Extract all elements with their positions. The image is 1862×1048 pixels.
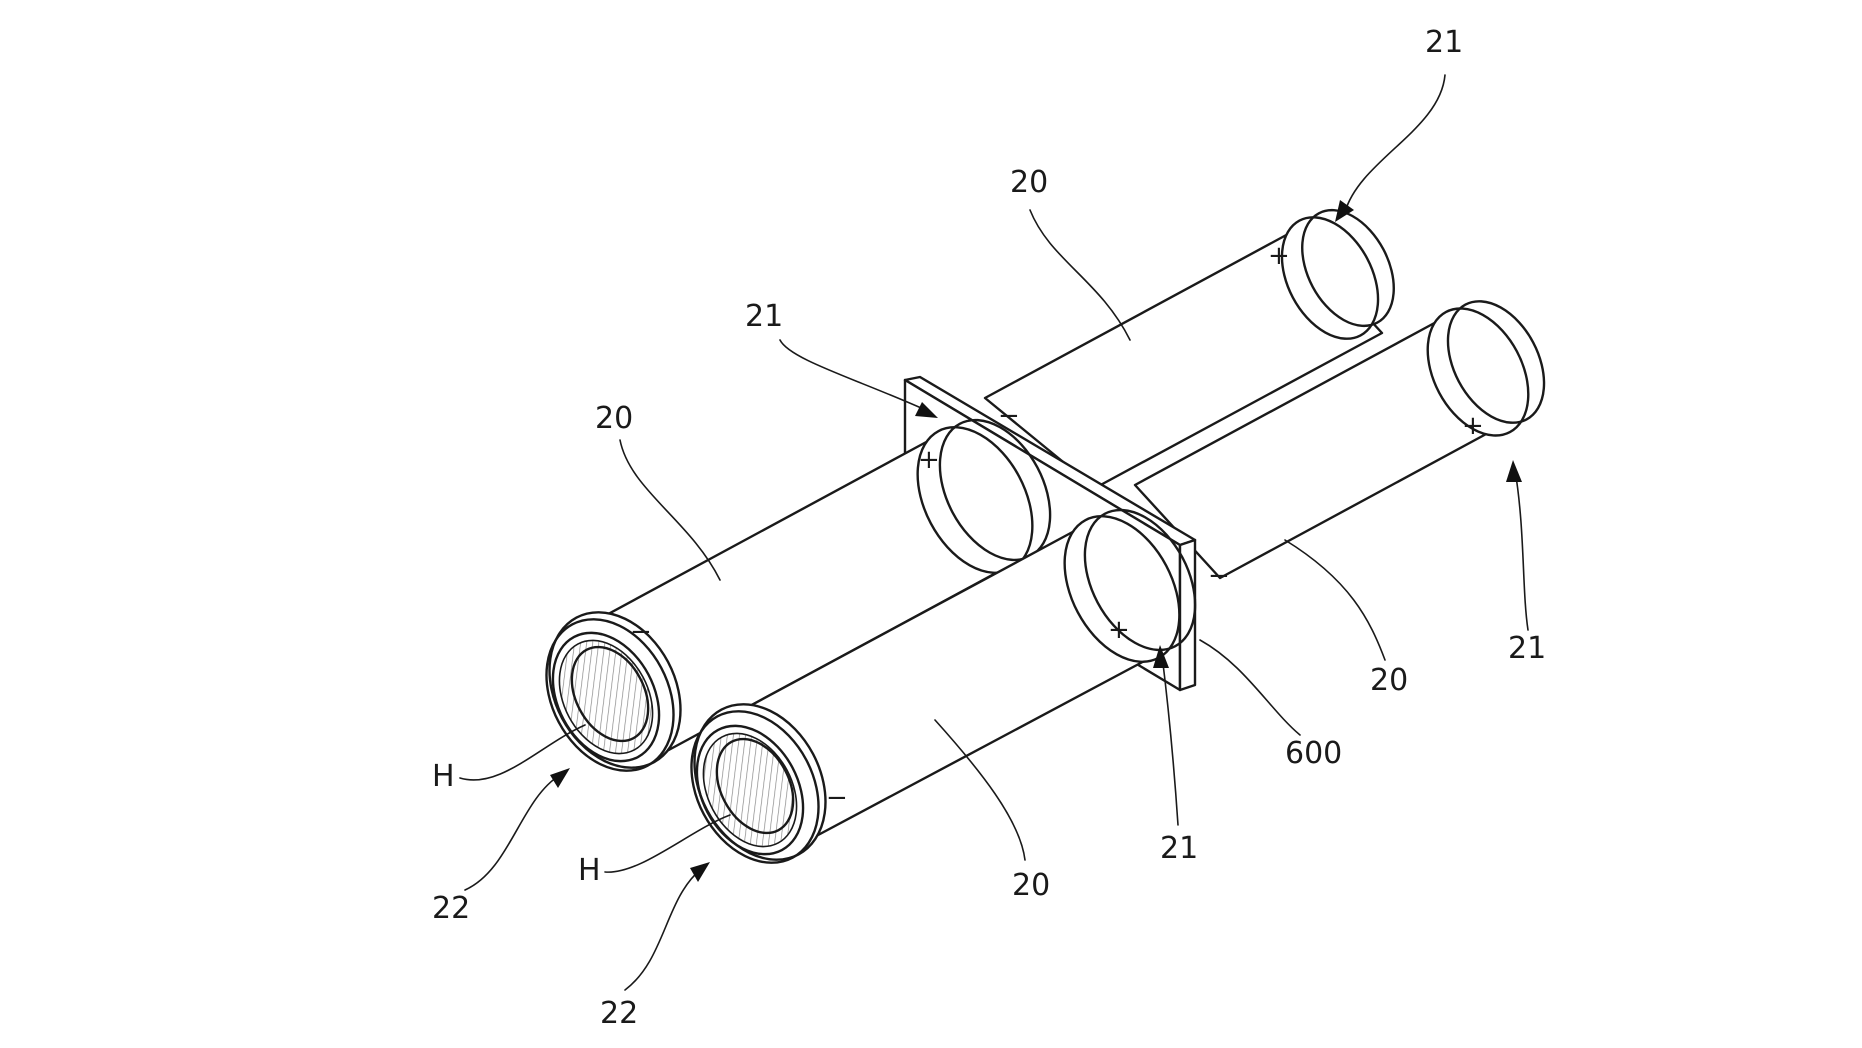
plus-sign-front-right: + bbox=[1462, 411, 1484, 441]
plus-sign-back-right: + bbox=[1268, 241, 1290, 271]
label-600: 600 bbox=[1285, 736, 1342, 771]
minus-sign-back-right: − bbox=[998, 401, 1020, 431]
label-21-bottom: 21 bbox=[1160, 831, 1198, 866]
label-h-lower: H bbox=[578, 853, 601, 888]
plus-sign-back-left: + bbox=[918, 445, 940, 475]
label-20-bottom: 20 bbox=[1012, 868, 1050, 903]
label-21-mid: 21 bbox=[745, 299, 783, 334]
minus-sign-back-left: − bbox=[630, 617, 652, 647]
battery-cell-front-left bbox=[690, 508, 1197, 864]
polarity-signs: + − + − + − + − bbox=[630, 241, 1484, 813]
label-20-right: 20 bbox=[1370, 663, 1408, 698]
reference-labels: 21 20 21 20 21 20 600 21 20 H 22 H 22 bbox=[432, 25, 1546, 1031]
label-22-upper: 22 bbox=[432, 891, 470, 926]
minus-sign-front-right: − bbox=[1208, 561, 1230, 591]
label-21-right: 21 bbox=[1508, 631, 1546, 666]
plus-sign-front-left: + bbox=[1108, 615, 1130, 645]
label-h-upper: H bbox=[432, 759, 455, 794]
minus-sign-front-left: − bbox=[826, 783, 848, 813]
label-20-top: 20 bbox=[1010, 165, 1048, 200]
label-21-top: 21 bbox=[1425, 25, 1463, 60]
label-22-lower: 22 bbox=[600, 996, 638, 1031]
battery-cell-back-right bbox=[983, 208, 1395, 490]
leader-lines bbox=[459, 74, 1529, 991]
label-20-left: 20 bbox=[595, 401, 633, 436]
battery-cell-back-left bbox=[545, 418, 1052, 772]
battery-cell-front-right bbox=[1133, 300, 1546, 580]
